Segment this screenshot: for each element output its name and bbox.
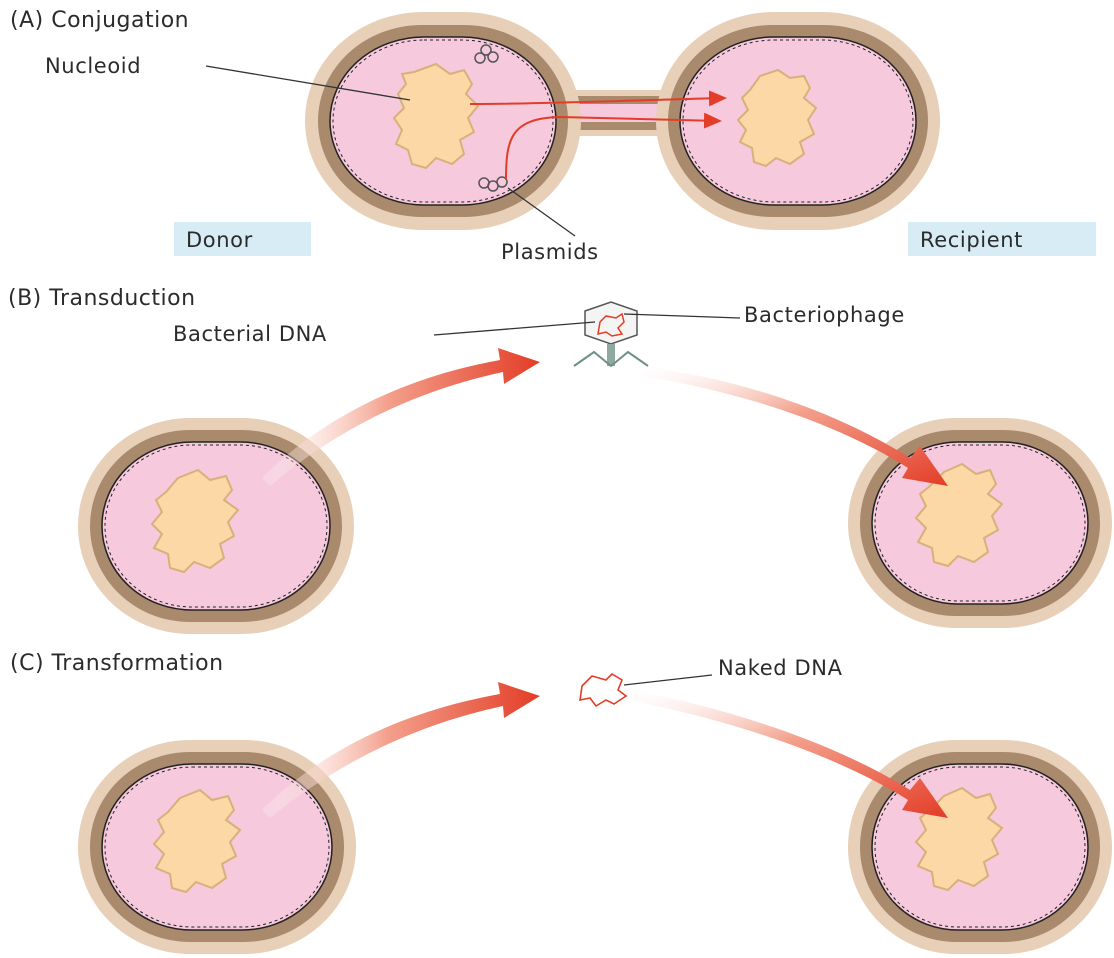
- recipient-label: Recipient: [920, 228, 1023, 252]
- transduction-arrows: [262, 348, 948, 486]
- bacterial-dna-label: Bacterial DNA: [173, 322, 327, 346]
- bacteriophage-label: Bacteriophage: [744, 303, 905, 327]
- transformation-arrows: [262, 682, 948, 818]
- transformation-recipient-cell: [848, 740, 1112, 954]
- nucleoid-label: Nucleoid: [45, 54, 141, 78]
- conjugation-title: (A) Conjugation: [10, 8, 189, 33]
- plasmids-label: Plasmids: [501, 240, 599, 264]
- donor-label: Donor: [186, 228, 253, 252]
- naked-dna-label: Naked DNA: [718, 656, 843, 680]
- transduction-title: (B) Transduction: [8, 286, 196, 311]
- donor-cell: [305, 12, 581, 230]
- naked-dna-leader-line: [624, 675, 712, 685]
- transformation-title: (C) Transformation: [10, 651, 224, 676]
- naked-dna-icon: [580, 674, 626, 706]
- bacteriophage-icon: [574, 302, 648, 366]
